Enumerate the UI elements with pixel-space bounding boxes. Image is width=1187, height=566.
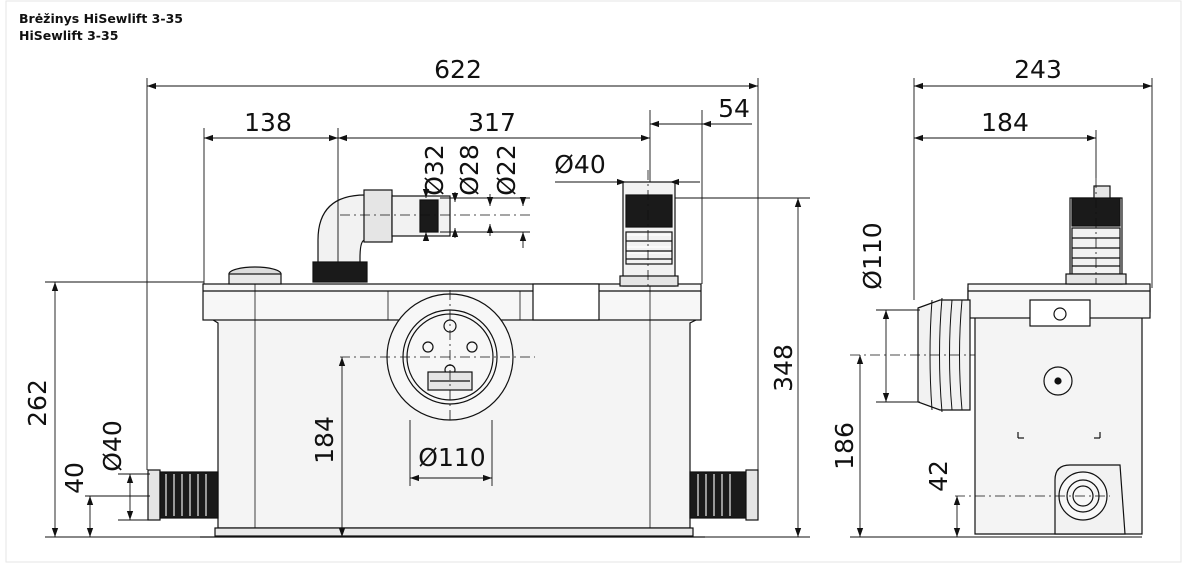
dim-height-348: 348 xyxy=(769,344,798,392)
dim-height-184: 184 xyxy=(310,416,339,464)
dim-dia-40-top: Ø40 xyxy=(554,150,606,179)
side-dimension-labels: 243 184 Ø110 186 42 xyxy=(830,55,1062,492)
dim-dia-40-side: Ø40 xyxy=(98,420,127,472)
elbow-collar xyxy=(312,261,368,283)
dim-depth-184: 184 xyxy=(981,108,1029,137)
dim-dia-28: Ø28 xyxy=(455,144,484,196)
dim-height-40: 40 xyxy=(60,462,89,494)
dim-overall-width: 622 xyxy=(434,55,482,84)
drawing-title: Brėžinys HiSewlift 3-35 xyxy=(19,11,183,26)
front-center-lines xyxy=(340,170,649,420)
dim-center-span: 317 xyxy=(468,108,516,137)
dim-overall-depth: 243 xyxy=(1014,55,1062,84)
bottom-left-inlet xyxy=(147,469,161,521)
dim-right-offset: 54 xyxy=(718,94,750,123)
dim-height-42: 42 xyxy=(924,460,953,492)
side-dimension-lines xyxy=(850,78,1153,538)
front-dimension-labels: 622 138 317 54 Ø40 Ø110 Ø32 Ø28 Ø22 262 … xyxy=(23,55,798,494)
page-header: Brėžinys HiSewlift 3-35 HiSewlift 3-35 xyxy=(19,10,183,44)
dim-dia-22: Ø22 xyxy=(492,144,521,196)
dim-dia-32: Ø32 xyxy=(420,144,449,196)
front-dimension-lines xyxy=(45,78,810,538)
side-view xyxy=(917,185,1151,535)
bottom-right-inlet xyxy=(689,471,747,519)
dim-left-offset: 138 xyxy=(244,108,292,137)
front-lid-panel xyxy=(532,283,600,321)
front-view xyxy=(147,181,759,538)
drawing-subtitle: HiSewlift 3-35 xyxy=(19,28,119,43)
dim-height-262: 262 xyxy=(23,379,52,427)
page-frame xyxy=(5,0,1182,563)
front-base xyxy=(214,527,694,537)
dim-dia-110-side: Ø110 xyxy=(858,222,887,289)
side-center-lines xyxy=(850,178,1110,497)
dim-height-186: 186 xyxy=(830,422,859,470)
dim-dia-110-front: Ø110 xyxy=(418,443,485,472)
